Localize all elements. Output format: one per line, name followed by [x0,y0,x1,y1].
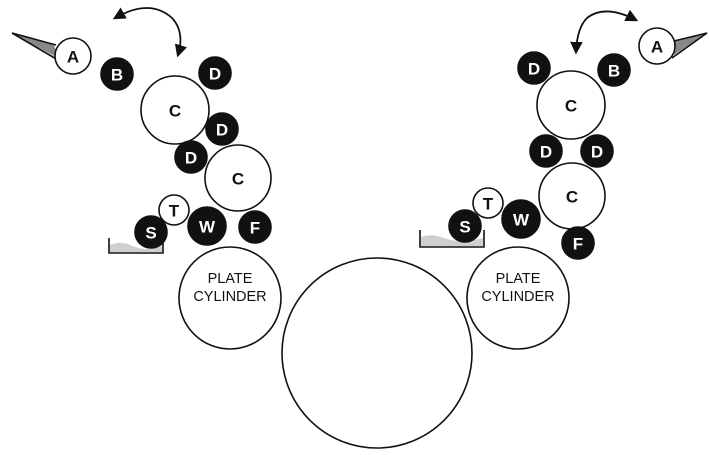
distributor-roller-right-lower-label: C [566,188,578,207]
water-form-roller-right: W [501,199,541,239]
ductor-roller-right: A [638,27,676,65]
plate-cylinder-right: PLATE CYLINDER [466,246,570,350]
fountain-roller-right: S [448,209,482,243]
distributor-roller-left-upper-label: C [169,102,181,121]
form-roller-right-label: F [573,235,583,254]
drum-roller-right-1-label: D [528,60,540,79]
transfer-roller-left-label: T [169,202,180,221]
plate-cylinder-left-label-line1: PLATE [208,271,253,287]
water-fountain-left [108,238,164,254]
distributor-roller-right-upper: C [536,70,606,140]
fountain-roller-left: S [134,215,168,249]
ductor-roller-left-label: A [67,48,79,67]
ductor-roller-left: A [54,37,92,75]
distributor-roller-right-lower: C [538,162,606,230]
distributor-roller-left-upper: C [140,75,210,145]
plate-cylinder-right-label-line1: PLATE [496,271,541,287]
transfer-roller-right-label: T [483,195,494,214]
form-roller-left: F [238,210,272,244]
drum-roller-right-3-label: D [591,143,603,162]
ductor-blade-roller-right-label: B [608,62,620,81]
fountain-roller-right-label: S [459,218,470,237]
drum-roller-left-3: D [174,140,208,174]
transfer-roller-left: T [158,194,190,226]
distributor-roller-left-lower-label: C [232,170,244,189]
water-form-roller-left: W [187,206,227,246]
fountain-roller-left-label: S [145,224,156,243]
transfer-roller-right: T [472,187,504,219]
ductor-swing-arrow-left [112,7,187,58]
water-form-roller-left-label: W [199,218,216,237]
drum-roller-left-2-label: D [216,121,228,140]
impression-cylinder [281,257,473,449]
drum-roller-right-2: D [529,134,563,168]
ductor-swing-arrow-right [570,9,639,55]
ink-fountain-tray-right [671,32,708,59]
plate-cylinder-right-label-line2: CYLINDER [481,289,554,305]
plate-cylinder-left: PLATE CYLINDER [178,246,282,350]
drum-roller-left-1-label: D [209,65,221,84]
water-fountain-right [419,230,485,248]
form-roller-left-label: F [250,219,260,238]
drum-roller-left-2: D [205,112,239,146]
distributor-roller-right-upper-label: C [565,97,577,116]
drum-roller-right-2-label: D [540,143,552,162]
form-roller-right: F [561,226,595,260]
drum-roller-right-1: D [517,51,551,85]
ink-fountain-tray-left [11,32,59,61]
ductor-blade-roller-right: B [597,53,631,87]
ductor-blade-roller-left-label: B [111,66,123,85]
drum-roller-right-3: D [580,134,614,168]
distributor-roller-left-lower: C [204,144,272,212]
drum-roller-left-3-label: D [185,149,197,168]
drum-roller-left-1: D [198,56,232,90]
ductor-blade-roller-left: B [100,57,134,91]
water-form-roller-right-label: W [513,211,530,230]
plate-cylinder-left-label-line2: CYLINDER [193,289,266,305]
ductor-roller-right-label: A [651,38,663,57]
